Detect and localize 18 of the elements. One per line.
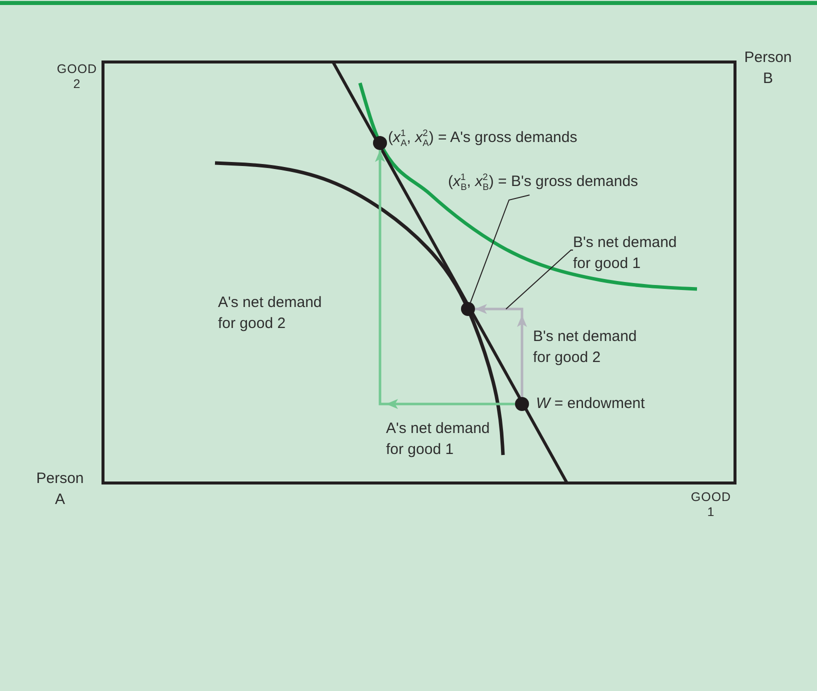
callout-text: (x$^{1}$$_{B}$, x$^{2}$$_{B}$) = B's gross demands [448, 171, 710, 192]
leader-line [506, 249, 574, 310]
annotation-text: B's net demand for good 2 [533, 327, 638, 368]
arrow [475, 304, 527, 397]
arrow [375, 150, 515, 409]
callout-text: B's net demand for good 1 [573, 232, 691, 274]
annotation-text: A's net demand for good 2 [218, 293, 323, 334]
axis-label: GOOD 1 [690, 490, 732, 520]
point-marker [373, 136, 387, 150]
point-marker [461, 302, 475, 316]
annotation-text: Person A [35, 469, 85, 510]
point-marker [515, 397, 529, 411]
point-label: (x$^{1}$$_{A}$, x$^{2}$$_{A}$) = A's gross demands [388, 127, 578, 148]
leader-line [470, 194, 530, 303]
point-label: W = endowment [536, 394, 646, 414]
annotation-text: A's net demand for good 1 [386, 419, 491, 460]
axis-label: GOOD 2 [56, 62, 98, 92]
annotation-text: Person B [743, 48, 793, 89]
